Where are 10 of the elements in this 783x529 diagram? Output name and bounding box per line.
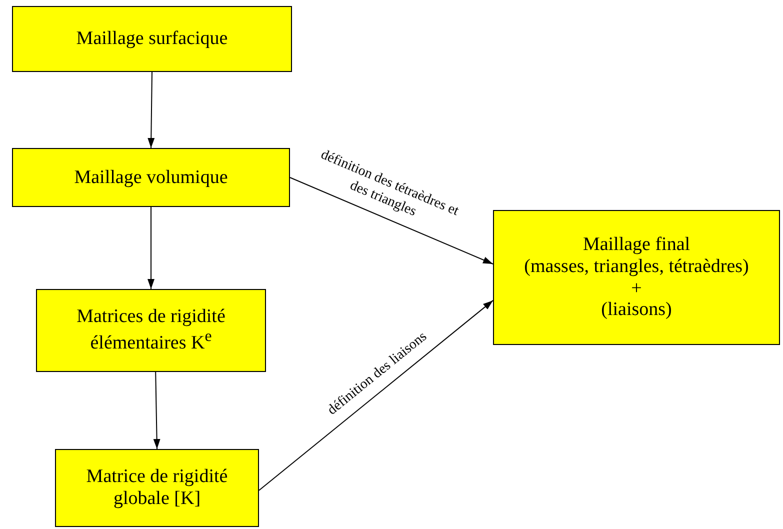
arrow [148, 206, 154, 290]
process-box: Matrice de rigidité globale [K] [55, 449, 259, 527]
arrow [290, 177, 494, 264]
process-box: Maillage volumique [12, 148, 290, 207]
process-box: Maillage final (masses, triangles, tétraèdres) + (liaisons) [493, 210, 780, 345]
arrow [148, 72, 155, 148]
arrow [258, 300, 494, 491]
process-box: Matrices de rigidité élémentaires K$^{e}$ [36, 289, 266, 372]
process-box: Maillage surfacique [12, 6, 292, 72]
arrow [153, 372, 160, 450]
